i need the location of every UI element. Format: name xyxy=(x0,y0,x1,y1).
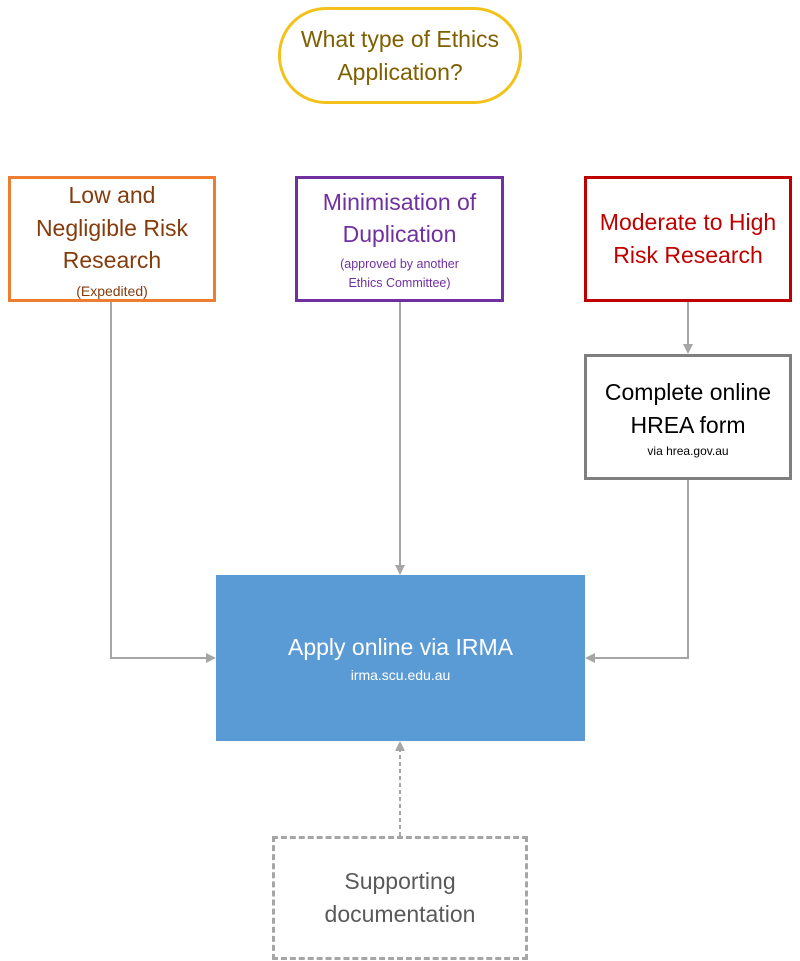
supporting-line-1: Supporting xyxy=(344,868,456,895)
irma-url: irma.scu.edu.au xyxy=(350,666,451,683)
low-risk-line-3: Research xyxy=(62,247,162,274)
minimisation-line-2: Duplication xyxy=(342,221,457,248)
irma-apply-node: Apply online via IRMA irma.scu.edu.au xyxy=(216,575,585,741)
hrea-note: via hrea.gov.au xyxy=(647,444,729,459)
hrea-form-node: Complete online HREA form via hrea.gov.a… xyxy=(584,354,792,480)
minimisation-line-1: Minimisation of xyxy=(322,188,477,215)
moderate-high-line-2: Risk Research xyxy=(613,242,763,268)
low-risk-line-2: Negligible Risk xyxy=(35,214,189,241)
hrea-line-1: Complete online xyxy=(604,378,772,405)
question-title-node: What type of Ethics Application? xyxy=(278,7,522,104)
low-risk-note: (Expedited) xyxy=(76,282,148,299)
moderate-high-risk-node: Moderate to High Risk Research xyxy=(584,176,792,302)
moderate-high-line-1: Moderate to High xyxy=(599,209,777,236)
hrea-line-2: HREA form xyxy=(630,411,746,438)
minimisation-note-line-2: Ethics Committee) xyxy=(348,275,451,290)
supporting-documentation-node: Supporting documentation xyxy=(272,836,528,960)
arrow-low-to-irma xyxy=(110,302,216,663)
low-negligible-risk-node: Low and Negligible Risk Research (Expedi… xyxy=(8,176,216,302)
minimisation-duplication-node: Minimisation of Duplication (approved by… xyxy=(295,176,504,302)
minimisation-note-line-1: (approved by another xyxy=(340,256,459,271)
question-title-line-2: Application? xyxy=(337,58,463,85)
low-risk-line-1: Low and xyxy=(68,182,156,209)
question-title-line-1: What type of Ethics xyxy=(300,26,500,53)
supporting-line-2: documentation xyxy=(324,901,476,927)
arrow-hrea-to-irma xyxy=(585,480,689,663)
irma-label: Apply online via IRMA xyxy=(288,633,513,660)
